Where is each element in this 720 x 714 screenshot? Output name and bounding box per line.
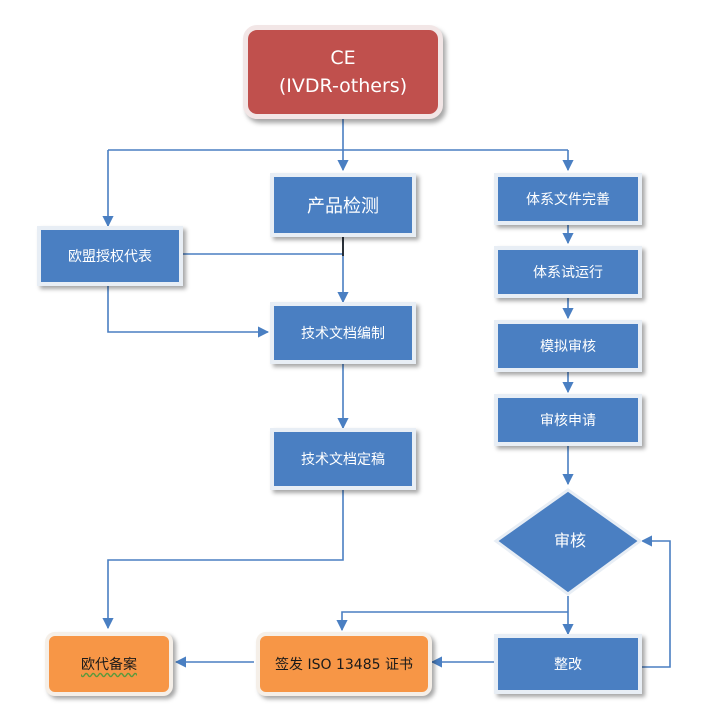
connector-final-to-filing <box>102 490 344 630</box>
product-testing-box: 产品检测 <box>270 173 416 237</box>
eu-rep-box: 欧盟授权代表 <box>37 226 183 286</box>
rectification-box: 整改 <box>494 634 642 694</box>
qms-docs-box: 体系文件完善 <box>494 173 642 225</box>
connector-audit-to-cert <box>336 611 568 632</box>
mock-audit-box: 模拟审核 <box>494 320 642 372</box>
tech-doc-prep-box: 技术文档编制 <box>270 302 416 364</box>
eu-filing-box: 欧代备案 <box>45 632 173 696</box>
iso-cert-box: 签发 ISO 13485 证书 <box>256 632 432 696</box>
qms-trial-box: 体系试运行 <box>494 246 642 298</box>
ce-subtitle: (IVDR-others) <box>278 75 408 97</box>
audit-label: 审核 <box>553 531 586 550</box>
audit-decision-diamond <box>493 488 643 596</box>
tech-doc-final-box: 技术文档定稿 <box>270 428 416 490</box>
ce-title: CE <box>330 47 356 69</box>
audit-application-box: 审核申请 <box>494 394 642 446</box>
ce-title-box: CE (IVDR-others) <box>243 25 443 119</box>
connector-rectification-loop <box>640 535 671 668</box>
connector-eurep-to-techdoc <box>107 286 270 338</box>
